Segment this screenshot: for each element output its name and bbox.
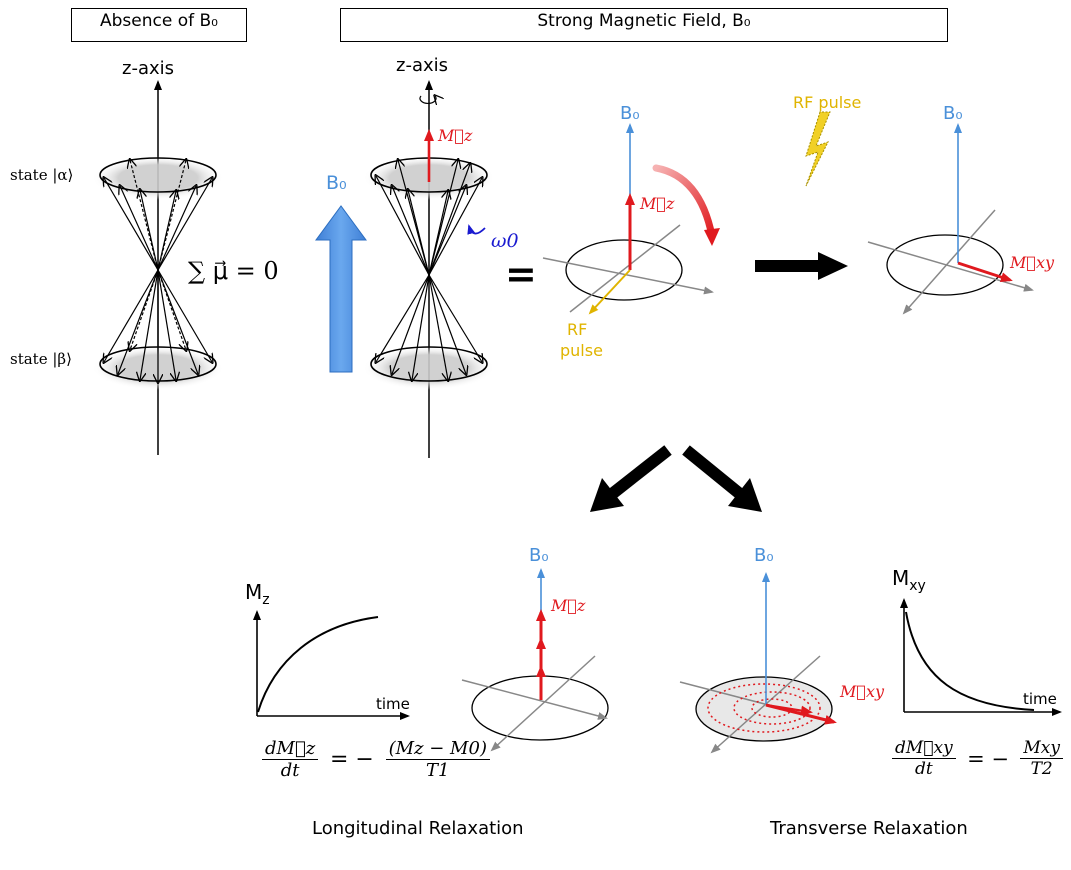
- state-beta-label: state |β⟩: [10, 350, 72, 368]
- rf-axis: [588, 269, 631, 315]
- transverse-caption: Transverse Relaxation: [770, 818, 968, 839]
- b0-big-label: B₀: [326, 172, 347, 194]
- b0-trans-label: B₀: [754, 545, 774, 566]
- z-axis-left-label: z-axis: [122, 58, 175, 79]
- xy-panel: [867, 123, 1034, 315]
- mz-tilt-label: M⃗z: [640, 194, 675, 213]
- mz-graph: [253, 610, 410, 720]
- rf-label-line2: pulse: [560, 341, 603, 360]
- tilt-panel: [542, 123, 720, 315]
- mz-long-label: M⃗z: [551, 596, 586, 615]
- longitudinal-caption: Longitudinal Relaxation: [312, 818, 524, 839]
- big-arrow-right: [755, 252, 848, 280]
- b0-big-arrow: [315, 205, 367, 373]
- equals-sign: =: [505, 252, 537, 296]
- cone-absence: [92, 80, 224, 455]
- cone-strong-field: [363, 80, 495, 458]
- split-arrows: [590, 445, 762, 512]
- mz-recovery-curve: [257, 616, 379, 713]
- mxy-graph-ylabel: Mxy: [892, 566, 926, 594]
- mz-graph-ylabel: Mz: [245, 580, 270, 608]
- mxy-arrow-top: [957, 261, 1013, 282]
- longitudinal-panel: [461, 568, 609, 752]
- strong-field-header: Strong Magnetic Field, B₀: [340, 8, 948, 42]
- rf-pulse-top-label: RF pulse: [793, 93, 862, 112]
- mxy-graph-xlabel: time: [1023, 690, 1057, 708]
- mz-cone-label: M⃗z: [438, 126, 473, 145]
- rf-label-line1: RF: [567, 320, 588, 339]
- z-axis-mid-label: z-axis: [396, 55, 449, 76]
- mz-graph-xlabel: time: [376, 695, 410, 713]
- transverse-panel: [679, 572, 837, 754]
- b0-xy-label: B₀: [943, 103, 963, 124]
- mxy-trans-label: M⃗xy: [840, 682, 885, 701]
- b0-tilt-label: B₀: [620, 103, 640, 124]
- state-alpha-label: state |α⟩: [10, 166, 74, 184]
- cone-top-ring: [99, 157, 217, 193]
- sum-mu-label: ∑ μ⃗ = 0: [188, 257, 279, 285]
- precession-arrow: [419, 96, 436, 103]
- absence-header: Absence of B₀: [71, 8, 247, 42]
- mxy-decay-curve: [905, 611, 1035, 711]
- lightning-icon: [805, 111, 831, 187]
- b0-long-label: B₀: [529, 545, 549, 566]
- rotation-curve: [652, 164, 716, 240]
- mxy-top-label: M⃗xy: [1010, 253, 1055, 272]
- omega0-label: ω0: [491, 230, 519, 252]
- mxy-graph: [900, 598, 1062, 716]
- omega-arrow: [467, 224, 486, 235]
